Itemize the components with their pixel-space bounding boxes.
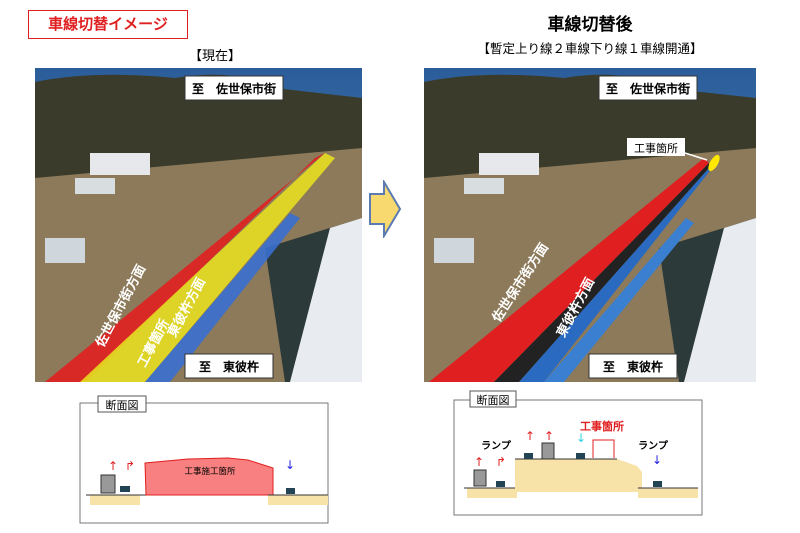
down-arrow-icon: ↓ <box>285 458 295 472</box>
down-arrow-icon: ↓ <box>576 431 586 445</box>
ramp-left-label: ランプ <box>481 439 512 452</box>
up-arrow-icon: ↑ <box>108 459 118 473</box>
label-top: 至 佐世保市街 <box>606 81 690 96</box>
after-photo: 佐世保市街方面 東彼杵方面 至 佐世保市街 工事箇所 至 東彼杵 <box>424 68 756 382</box>
down-arrow-icon: ↓ <box>652 453 662 467</box>
before-photo: 佐世保市街方面 工事箇所 東彼杵方面 至 佐世保市街 至 東彼杵 <box>35 68 362 382</box>
up-arrow-icon: ↑ <box>474 455 484 469</box>
label-bottom: 至 東彼杵 <box>199 359 259 374</box>
section-title: 断面図 <box>477 393 510 407</box>
after-subtitle: 【暫定上り線２車線下り線１車線開通】 <box>477 41 703 56</box>
work-area-label: 工事箇所 <box>580 419 624 433</box>
label-top: 至 佐世保市街 <box>192 81 276 96</box>
transition-arrow-icon <box>369 180 402 238</box>
before-title: 【現在】 <box>188 49 241 64</box>
title-tag: 車線切替イメージ <box>28 10 188 39</box>
up-arrow-icon: ↑ <box>525 429 535 443</box>
before-cross-section: 断面図 工事施工箇所 ↑ ↱ ↓ <box>79 395 329 524</box>
ramp-right-label: ランプ <box>638 439 669 452</box>
work-area-label: 工事施工箇所 <box>184 466 236 477</box>
up-right-arrow-icon: ↱ <box>125 459 135 473</box>
after-cross-section: 断面図 ランプ ランプ 工事箇所 ↑ ↱ ↑ ↑ ↓ ↓ <box>453 390 703 516</box>
up-arrow-icon: ↑ <box>544 429 554 443</box>
section-title: 断面図 <box>106 398 139 412</box>
label-work: 工事箇所 <box>634 141 678 155</box>
after-title: 車線切替後 <box>547 15 633 35</box>
up-right-arrow-icon: ↱ <box>496 455 506 469</box>
label-bottom: 至 東彼杵 <box>603 359 663 374</box>
